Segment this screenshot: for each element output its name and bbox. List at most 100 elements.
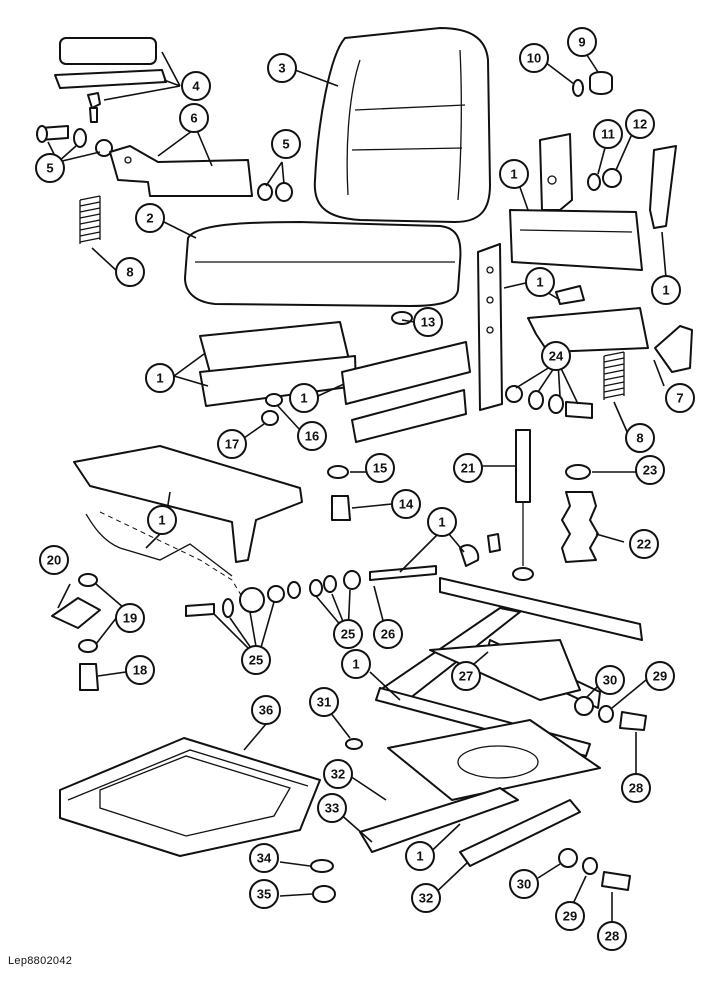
clip-20-part bbox=[51, 597, 101, 629]
svg-text:1: 1 bbox=[438, 515, 445, 530]
callout-1: 1 bbox=[405, 841, 435, 871]
svg-text:1: 1 bbox=[158, 513, 165, 528]
callout-4: 4 bbox=[181, 71, 211, 101]
svg-text:18: 18 bbox=[133, 663, 147, 678]
callout-36: 36 bbox=[251, 695, 281, 725]
svg-text:32: 32 bbox=[331, 767, 345, 782]
callout-33: 33 bbox=[317, 793, 347, 823]
callout-29: 29 bbox=[645, 661, 675, 691]
callout-15: 15 bbox=[365, 453, 395, 483]
svg-text:19: 19 bbox=[123, 611, 137, 626]
svg-text:16: 16 bbox=[305, 429, 319, 444]
handle-7-part bbox=[654, 325, 693, 373]
nut-12-part bbox=[602, 168, 622, 188]
callout-1: 1 bbox=[651, 275, 681, 305]
callout-25: 25 bbox=[333, 619, 363, 649]
callout-1: 1 bbox=[145, 363, 175, 393]
callout-28: 28 bbox=[621, 773, 651, 803]
seat-cushion-part bbox=[184, 221, 462, 307]
callout-25: 25 bbox=[241, 645, 271, 675]
callout-18: 18 bbox=[125, 655, 155, 685]
svg-text:11: 11 bbox=[601, 127, 615, 142]
svg-text:4: 4 bbox=[192, 79, 200, 94]
svg-text:30: 30 bbox=[517, 877, 531, 892]
callout-30: 30 bbox=[509, 869, 539, 899]
svg-text:8: 8 bbox=[126, 265, 133, 280]
callout-14: 14 bbox=[391, 489, 421, 519]
callout-1: 1 bbox=[427, 507, 457, 537]
callout-24: 24 bbox=[541, 341, 571, 371]
svg-text:23: 23 bbox=[643, 463, 657, 478]
callout-13: 13 bbox=[413, 307, 443, 337]
svg-text:30: 30 bbox=[603, 673, 617, 688]
callout-27: 27 bbox=[451, 661, 481, 691]
svg-text:35: 35 bbox=[257, 887, 271, 902]
cap-23-part bbox=[565, 464, 591, 480]
svg-text:29: 29 bbox=[563, 909, 577, 924]
callout-32: 32 bbox=[323, 759, 353, 789]
callout-32: 32 bbox=[411, 883, 441, 913]
svg-text:5: 5 bbox=[282, 137, 289, 152]
svg-text:1: 1 bbox=[662, 283, 669, 298]
callout-9: 9 bbox=[567, 27, 597, 57]
svg-text:2: 2 bbox=[146, 211, 153, 226]
washer-13-part bbox=[391, 311, 413, 325]
svg-text:21: 21 bbox=[461, 461, 475, 476]
svg-text:27: 27 bbox=[459, 669, 473, 684]
spring-8-left-part bbox=[79, 195, 101, 244]
callout-28: 28 bbox=[597, 921, 627, 951]
armrest-plate-part bbox=[54, 69, 167, 89]
washer-10-part bbox=[572, 79, 584, 97]
bellows-22-part bbox=[561, 491, 599, 563]
svg-text:5: 5 bbox=[46, 161, 53, 176]
svg-text:25: 25 bbox=[341, 627, 355, 642]
base-plate-part bbox=[387, 719, 601, 801]
callout-30: 30 bbox=[595, 665, 625, 695]
callout-29: 29 bbox=[555, 901, 585, 931]
callout-10: 10 bbox=[519, 43, 549, 73]
svg-text:9: 9 bbox=[578, 35, 585, 50]
svg-text:32: 32 bbox=[419, 891, 433, 906]
callout-3: 3 bbox=[267, 53, 297, 83]
armrest-pad-part bbox=[59, 37, 157, 65]
callout-1: 1 bbox=[289, 383, 319, 413]
callout-22: 22 bbox=[629, 529, 659, 559]
callout-31: 31 bbox=[309, 687, 339, 717]
tray-36-part bbox=[59, 737, 321, 857]
callout-26: 26 bbox=[373, 619, 403, 649]
callout-23: 23 bbox=[635, 455, 665, 485]
washer-5-part bbox=[73, 128, 87, 148]
callout-35: 35 bbox=[249, 879, 279, 909]
svg-text:26: 26 bbox=[381, 627, 395, 642]
callout-7: 7 bbox=[665, 383, 695, 413]
svg-text:36: 36 bbox=[259, 703, 273, 718]
svg-text:20: 20 bbox=[47, 553, 61, 568]
parts-artwork bbox=[36, 27, 693, 903]
leader-lines bbox=[47, 51, 667, 924]
callout-1: 1 bbox=[341, 649, 371, 679]
callouts: 3 4 5 5 6 2 8 9 10 11 12 1 1 1 1 1 13 24… bbox=[35, 27, 695, 951]
svg-text:6: 6 bbox=[190, 111, 197, 126]
washer-11-part bbox=[587, 173, 601, 191]
callout-20: 20 bbox=[39, 545, 69, 575]
svg-text:10: 10 bbox=[527, 51, 541, 66]
callout-6: 6 bbox=[179, 103, 209, 133]
callout-8: 8 bbox=[625, 423, 655, 453]
callout-5: 5 bbox=[35, 153, 65, 183]
callout-16: 16 bbox=[297, 421, 327, 451]
callout-1: 1 bbox=[525, 267, 555, 297]
svg-text:3: 3 bbox=[278, 61, 285, 76]
svg-text:1: 1 bbox=[300, 391, 307, 406]
svg-text:29: 29 bbox=[653, 669, 667, 684]
callout-2: 2 bbox=[135, 203, 165, 233]
svg-text:15: 15 bbox=[373, 461, 387, 476]
callout-5: 5 bbox=[271, 129, 301, 159]
bracket-plate-part bbox=[539, 133, 573, 211]
lever-part bbox=[649, 145, 677, 229]
callout-11: 11 bbox=[593, 119, 623, 149]
scissor-mechanism-part bbox=[439, 577, 643, 641]
svg-text:17: 17 bbox=[225, 437, 239, 452]
svg-text:24: 24 bbox=[549, 349, 564, 364]
svg-text:33: 33 bbox=[325, 801, 339, 816]
